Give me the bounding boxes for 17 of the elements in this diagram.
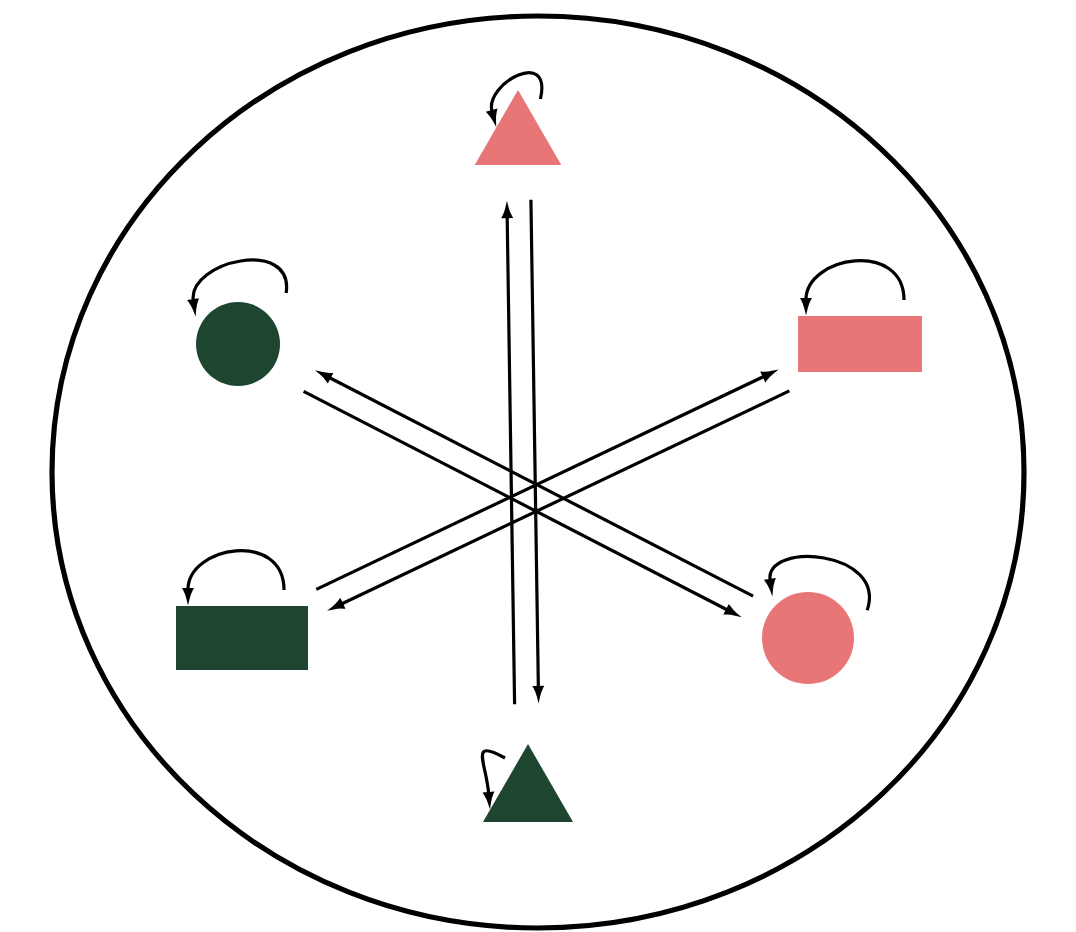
circle-shape	[762, 592, 854, 684]
self-loop-arrow	[487, 71, 544, 122]
arrow	[502, 205, 517, 705]
arrow	[529, 199, 544, 699]
rectangle-shape	[176, 606, 308, 670]
arrow	[331, 389, 790, 610]
self-loop-arrow	[801, 259, 906, 311]
ellipse-boundary	[49, 13, 1027, 931]
triangle-shape	[474, 90, 562, 165]
arrow	[302, 389, 738, 616]
triangle-shape	[483, 744, 574, 822]
self-loop-arrow	[183, 549, 286, 601]
self-loop-arrow	[188, 258, 288, 312]
rectangle-shape	[798, 316, 922, 372]
circle-shape	[196, 302, 280, 386]
self-loop-arrow	[480, 749, 506, 805]
self-loop-arrow	[765, 555, 871, 611]
